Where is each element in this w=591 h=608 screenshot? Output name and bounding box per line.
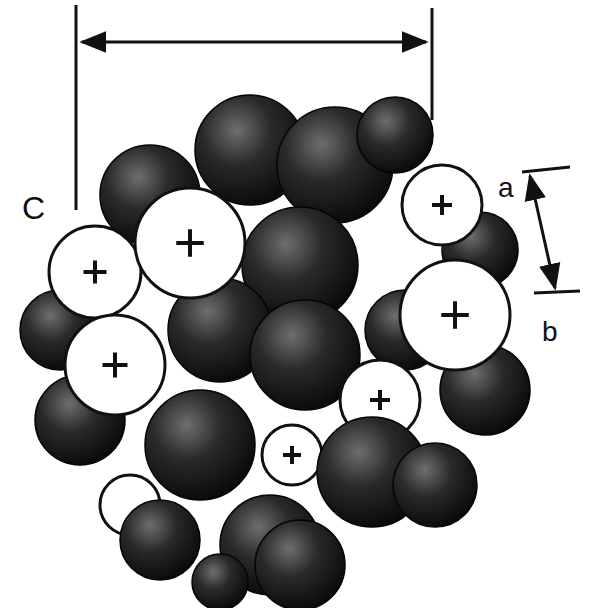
extension-line <box>534 291 580 293</box>
dimension-label: b <box>542 318 558 346</box>
plus-symbol <box>176 229 204 257</box>
plus-symbol <box>283 446 301 464</box>
proton-sphere <box>135 188 245 298</box>
extension-line <box>522 167 570 172</box>
plus-symbol <box>370 390 390 410</box>
extension-line <box>431 8 434 120</box>
neutron-sphere <box>393 443 477 527</box>
neutron-sphere <box>357 97 433 173</box>
proton-sphere <box>400 260 510 370</box>
dimension-arrow <box>82 41 426 44</box>
proton-sphere <box>402 165 482 245</box>
dimension-label: a <box>498 174 514 202</box>
proton-sphere <box>262 425 322 485</box>
neutron-sphere <box>120 500 200 580</box>
plus-symbol <box>441 301 469 329</box>
dimension-arrow <box>530 176 555 288</box>
plus-symbol <box>103 353 128 378</box>
proton-sphere <box>65 315 165 415</box>
extension-line <box>75 5 78 210</box>
plus-symbol <box>84 261 107 284</box>
neutron-sphere <box>255 520 345 608</box>
dimension-lines <box>76 5 580 293</box>
proton-sphere <box>49 226 141 318</box>
dimension-label: C <box>22 192 45 224</box>
neutron-sphere <box>192 554 248 608</box>
neutron-sphere <box>145 390 255 500</box>
nucleon-group <box>20 95 530 608</box>
plus-symbol <box>432 195 452 215</box>
